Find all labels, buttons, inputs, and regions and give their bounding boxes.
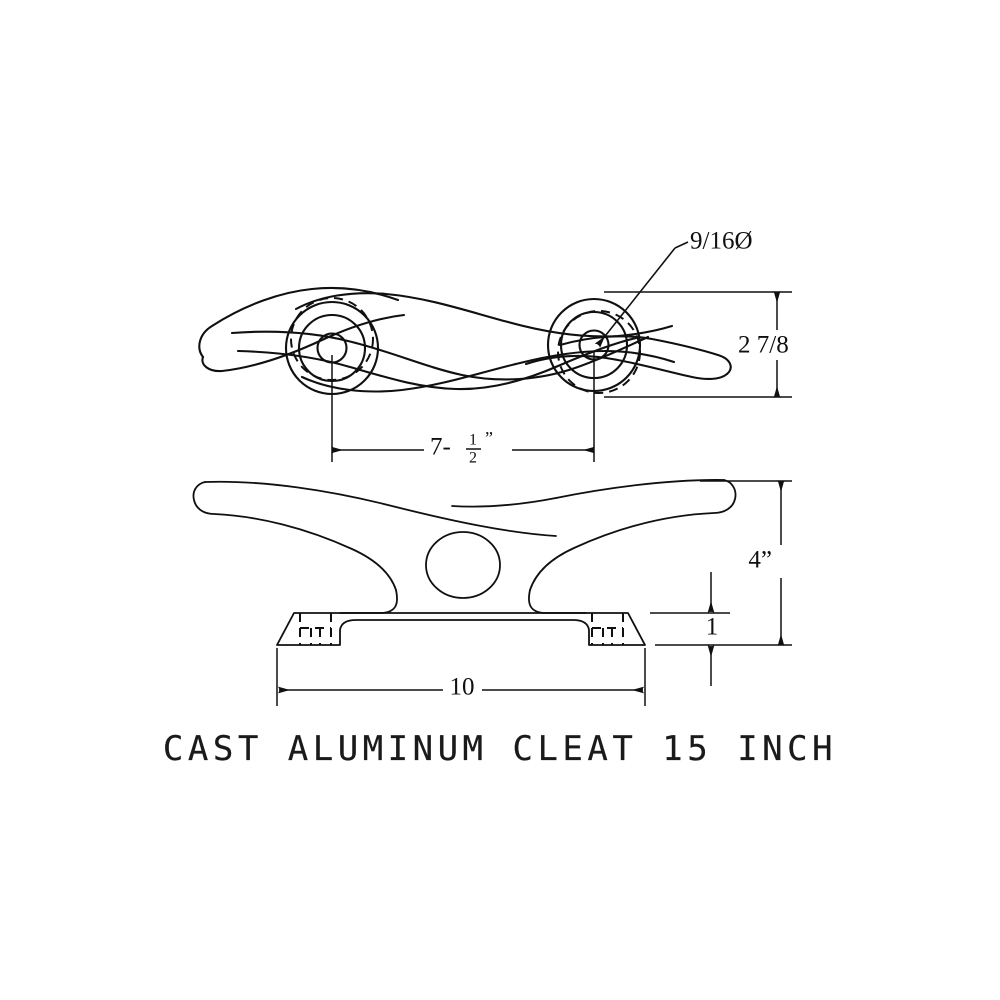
overall-height-label: 4” [748,547,772,574]
drawing-title: CAST ALUMINUM CLEAT 15 INCH [163,729,837,769]
base-height-dimension: 1 [650,572,730,686]
top-view-left-horn-inner [201,313,406,373]
front-view-left-neck [339,589,398,614]
top-view-right-hidden-circle [557,310,641,394]
front-view [192,479,737,646]
base-length-label: 10 [450,674,475,701]
depth-dimension: 2 7/8 [604,291,792,398]
hole-spacing-dimension: 7- 1 2 ” [331,428,595,467]
front-view-right-neck [528,589,587,614]
front-view-right-hidden-detail [591,613,624,645]
hole-spacing-label-whole: 7- [430,434,451,461]
top-view-waist-lower [236,336,638,391]
overall-height-dimension: 4” [655,480,792,646]
front-view-top-ridge [451,497,557,508]
front-view-left-horn [192,481,397,591]
hole-diameter-label: 9/16Ø [690,228,753,255]
front-view-right-horn [529,479,737,591]
base-height-label: 1 [706,614,719,641]
front-view-left-horn-top [204,480,557,537]
hole-spacing-label-unit: ” [485,428,493,448]
front-view-base-outline [276,612,646,646]
hole-spacing-label-numerator: 1 [469,432,477,449]
top-view [198,286,732,462]
top-view-right-horn-inner [524,354,729,381]
top-view-waist-upper [230,330,650,381]
hole-diameter-leader [594,247,676,348]
top-view-left-horn [198,286,400,359]
hole-diameter-leader-shoulder [674,241,689,249]
hole-diameter-callout: 9/16Ø [594,228,753,348]
top-view-body-lower [300,350,676,393]
front-view-center-oval [425,531,501,599]
front-view-right-horn-top [555,479,725,499]
depth-dimension-label: 2 7/8 [738,332,789,359]
front-view-left-hidden-detail [299,613,332,645]
hole-spacing-label-denominator: 2 [469,450,477,467]
base-length-dimension: 10 [276,648,646,706]
